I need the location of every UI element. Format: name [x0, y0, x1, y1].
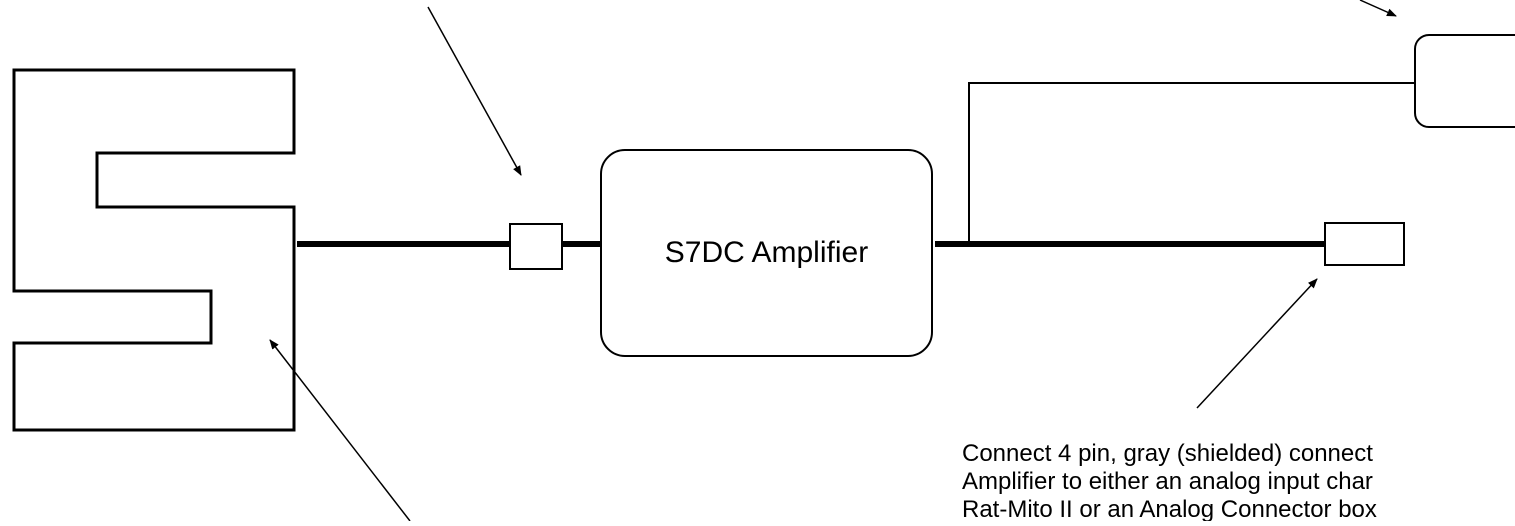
amplifier-box: [600, 149, 933, 357]
connection-note: Connect 4 pin, gray (shielded) connect A…: [962, 440, 1515, 521]
note-line-3: Rat-Mito II or an Analog Connector box: [962, 496, 1377, 521]
upper-right-device: [1414, 34, 1515, 128]
s-shaped-probe: [12, 68, 296, 432]
note-line-2: Amplifier to either an analog input char: [962, 468, 1373, 495]
arrow-to-probe: [269, 339, 411, 522]
output-connector: [1324, 222, 1405, 266]
arrow-to-output-connector: [1196, 278, 1318, 409]
branch-wire: [968, 82, 1415, 244]
input-connector: [509, 223, 563, 270]
arrow-to-upper-device: [1359, 0, 1397, 17]
arrow-to-input-connector: [427, 6, 522, 176]
note-line-1: Connect 4 pin, gray (shielded) connect: [962, 440, 1373, 467]
